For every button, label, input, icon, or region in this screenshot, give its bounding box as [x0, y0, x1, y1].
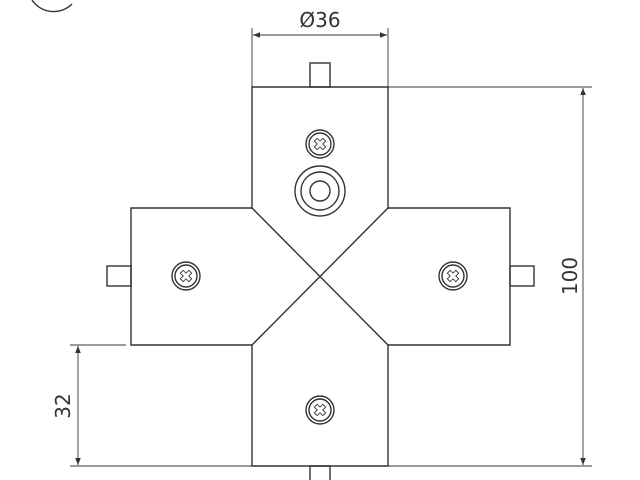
height-label: 100 [558, 257, 582, 295]
diameter-label: Ø36 [299, 8, 340, 32]
arm-label: 32 [51, 393, 75, 418]
screw-icon [171, 261, 201, 291]
screw-icon [305, 395, 335, 425]
center-hole-icon [294, 165, 346, 217]
diagonal-line-2 [251, 207, 389, 346]
height-dimension: 100 [388, 86, 592, 467]
diameter-dimension: Ø36 [251, 8, 389, 87]
pin-top [309, 62, 331, 88]
pin-right [509, 265, 535, 287]
arm-dimension: 32 [51, 344, 252, 467]
pin-left [106, 265, 132, 287]
screw-icon [305, 129, 335, 159]
screw-icon [438, 261, 468, 291]
corner-circle [31, 0, 73, 13]
pin-bottom [309, 465, 331, 480]
